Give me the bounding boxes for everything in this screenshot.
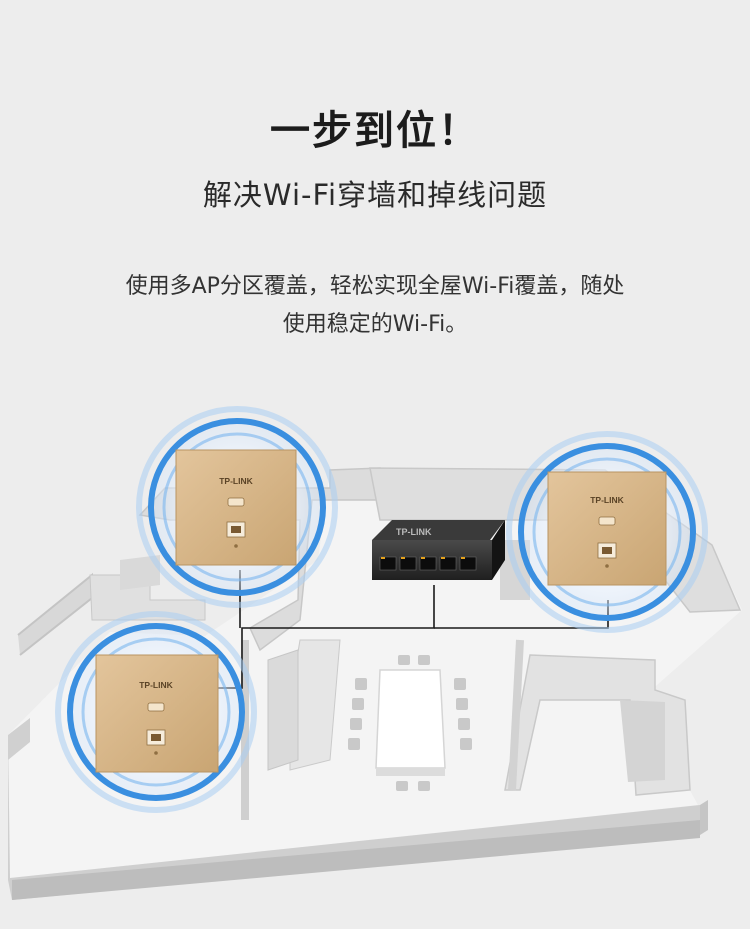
ap-panel-top-left: TP-LINK <box>136 406 338 608</box>
subheadline: 解决Wi-Fi穿墙和掉线问题 <box>202 178 548 212</box>
ap-panel-right: TP-LINK <box>506 431 708 633</box>
poe-switch-icon: TP-LINK <box>372 520 505 580</box>
headline: 一步到位！ <box>270 108 480 154</box>
ap-brand-label: TP-LINK <box>590 495 624 505</box>
wifi-ap-panel-icon <box>227 497 245 507</box>
description-line-2: 使用稳定的Wi-Fi。 <box>282 312 468 337</box>
switch-brand-label: TP-LINK <box>396 527 432 537</box>
ap-panel-bottom-left: TP-LINK <box>55 611 257 813</box>
ap-brand-label: TP-LINK <box>219 476 253 486</box>
wifi-ap-panel-icon <box>598 516 616 526</box>
description-line-1: 使用多AP分区覆盖，轻松实现全屋Wi-Fi覆盖，随处 <box>125 274 625 299</box>
wifi-ap-panel-icon <box>147 702 165 712</box>
description: 使用多AP分区覆盖，轻松实现全屋Wi-Fi覆盖，随处 使用稳定的Wi-Fi。 <box>60 268 690 344</box>
ap-brand-label: TP-LINK <box>139 680 173 690</box>
